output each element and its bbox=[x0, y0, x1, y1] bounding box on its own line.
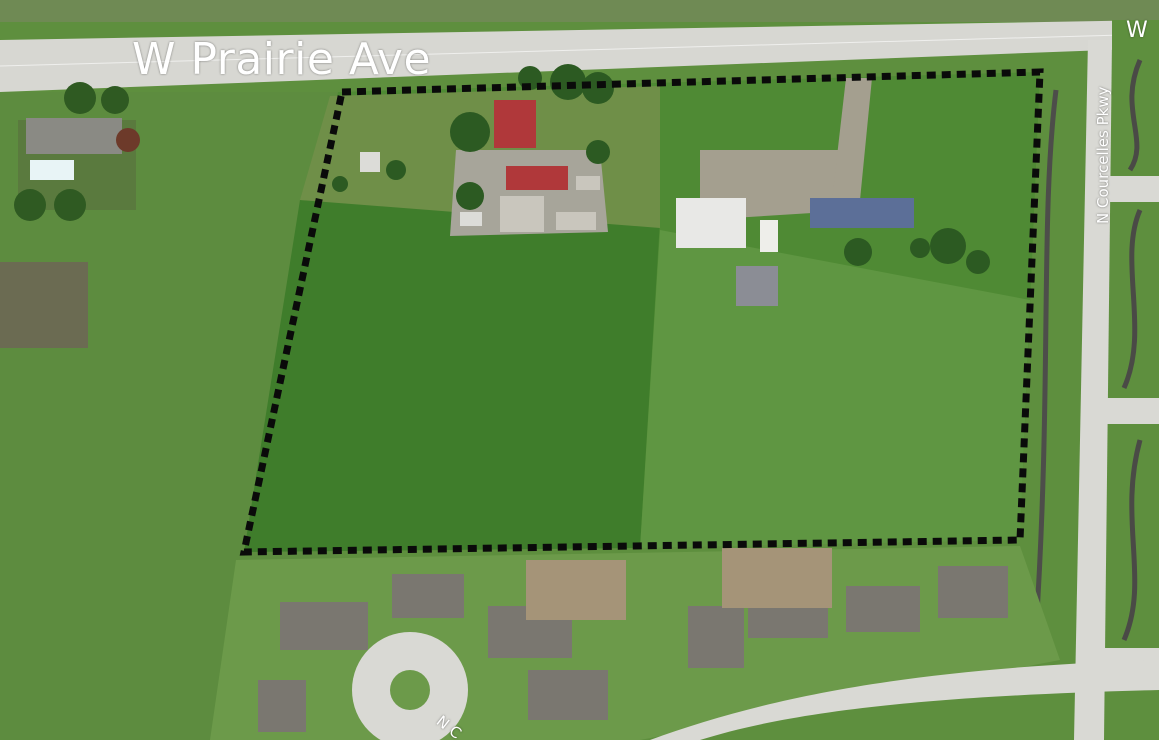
tree bbox=[550, 64, 586, 100]
house-roof bbox=[528, 670, 608, 720]
small-trailer bbox=[360, 152, 380, 172]
walking-path bbox=[1033, 89, 1059, 631]
tree bbox=[930, 228, 966, 264]
walking-path bbox=[1121, 208, 1143, 390]
red-barn bbox=[494, 100, 536, 148]
tree bbox=[54, 189, 86, 221]
house-roof bbox=[280, 602, 368, 650]
bare-yard bbox=[722, 548, 832, 608]
tree bbox=[910, 238, 930, 258]
tree bbox=[386, 160, 406, 180]
cross-street bbox=[1104, 398, 1159, 424]
tree bbox=[332, 176, 348, 192]
house-roof bbox=[392, 574, 464, 618]
property-boundary bbox=[239, 68, 1044, 556]
house-roof bbox=[688, 606, 744, 668]
tree bbox=[450, 112, 490, 152]
tree bbox=[116, 128, 140, 152]
prairie-ave-continued-label: W bbox=[1126, 18, 1148, 43]
driveway bbox=[832, 78, 872, 200]
walking-path bbox=[1121, 439, 1143, 641]
house-roof bbox=[258, 680, 306, 732]
tree bbox=[844, 238, 872, 266]
courcelles-pkwy-label: N Courcelles Pkwy bbox=[1094, 86, 1112, 224]
rv-trailer bbox=[760, 220, 778, 252]
blue-roof-house bbox=[810, 198, 914, 228]
road-lane-line bbox=[0, 33, 1159, 67]
courcelles-pkwy-road bbox=[1074, 40, 1112, 740]
tree bbox=[14, 189, 46, 221]
vehicle bbox=[460, 212, 482, 226]
cul-de-sac-island bbox=[390, 670, 430, 710]
cross-street bbox=[1104, 176, 1159, 202]
tree bbox=[101, 86, 129, 114]
neighbor-house-roof bbox=[26, 118, 122, 154]
mowed-field bbox=[244, 200, 660, 552]
subdivision-street bbox=[650, 660, 1159, 740]
tree bbox=[64, 82, 96, 114]
prairie-ave-road bbox=[0, 20, 1159, 92]
white-shed bbox=[500, 196, 544, 232]
tree bbox=[586, 140, 610, 164]
white-garage bbox=[676, 198, 746, 248]
house-roof bbox=[938, 566, 1008, 618]
north-strip bbox=[0, 0, 1159, 22]
gray-shed bbox=[736, 266, 778, 306]
neighbor-pool bbox=[30, 160, 74, 180]
tree bbox=[456, 182, 484, 210]
house-roof bbox=[846, 586, 920, 632]
small-shed bbox=[556, 212, 596, 230]
prairie-ave-label: W Prairie Ave bbox=[132, 34, 432, 85]
bare-yard bbox=[526, 560, 626, 620]
small-shed bbox=[576, 176, 600, 190]
walking-path bbox=[1127, 58, 1143, 172]
east-lawn bbox=[640, 230, 1030, 548]
tree bbox=[966, 250, 990, 274]
tilled-plot bbox=[0, 262, 88, 348]
red-shed bbox=[506, 166, 568, 190]
